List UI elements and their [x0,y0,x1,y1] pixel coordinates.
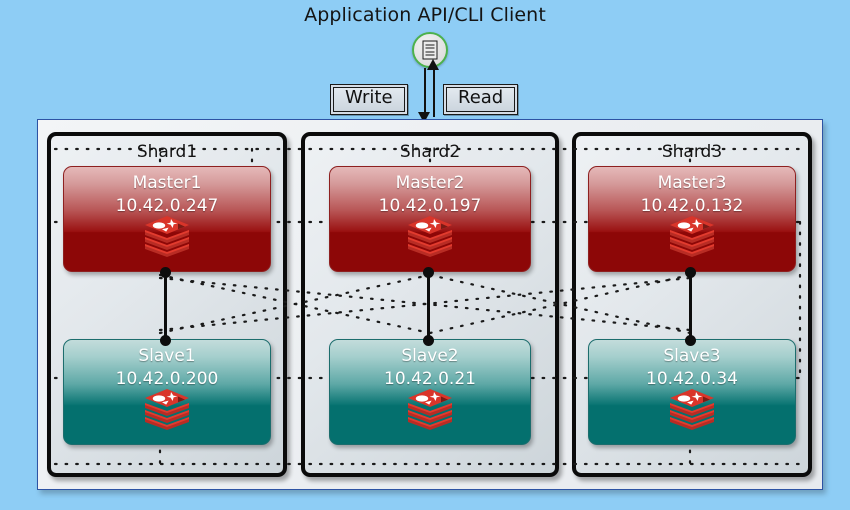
shard-container-1[interactable]: Shard1 Master1 10.42.0.247 [47,132,287,477]
read-label: Read [446,87,516,112]
replication-endpoint-dot [160,335,171,346]
write-arrow-line [424,68,426,115]
client-node[interactable] [412,32,448,68]
shard-label-1: Shard1 [136,142,198,162]
write-arrow-head [418,112,430,123]
node-name: Slave2 [401,346,459,366]
replication-link-3 [689,272,692,344]
replication-endpoint-dot [685,267,696,278]
redis-logo [670,216,714,257]
node-master-1[interactable]: Master1 10.42.0.247 [63,166,271,272]
write-label-box[interactable]: Write [330,84,408,115]
replication-link-1 [164,272,167,344]
read-arrow-head [427,59,439,70]
node-slave-1[interactable]: Slave1 10.42.0.200 [63,339,271,445]
node-name: Slave3 [663,346,721,366]
page-title: Application API/CLI Client [304,4,546,26]
node-slave-3[interactable]: Slave3 10.42.0.34 [588,339,796,445]
node-name: Master1 [132,173,202,193]
redis-logo [408,216,452,257]
shard-label-2: Shard2 [399,142,461,162]
shard-label-3: Shard3 [661,142,723,162]
redis-logo [670,389,714,430]
node-name: Slave1 [138,346,196,366]
redis-logo [408,389,452,430]
redis-logo [145,216,189,257]
node-slave-2[interactable]: Slave2 10.42.0.21 [329,339,531,445]
read-arrow-line [433,70,435,117]
shard-container-3[interactable]: Shard3 Master3 10.42.0.132 [572,132,812,477]
write-label: Write [333,87,405,112]
redis-logo [145,389,189,430]
replication-endpoint-dot [423,267,434,278]
replication-endpoint-dot [423,335,434,346]
replication-link-2 [427,272,430,344]
replication-endpoint-dot [160,267,171,278]
document-icon [422,40,438,60]
read-label-box[interactable]: Read [443,84,519,115]
node-master-3[interactable]: Master3 10.42.0.132 [588,166,796,272]
shard-container-2[interactable]: Shard2 Master2 10.42.0.197 [301,132,559,477]
replication-endpoint-dot [685,335,696,346]
node-name: Master3 [657,173,727,193]
node-name: Master2 [395,173,465,193]
node-master-2[interactable]: Master2 10.42.0.197 [329,166,531,272]
